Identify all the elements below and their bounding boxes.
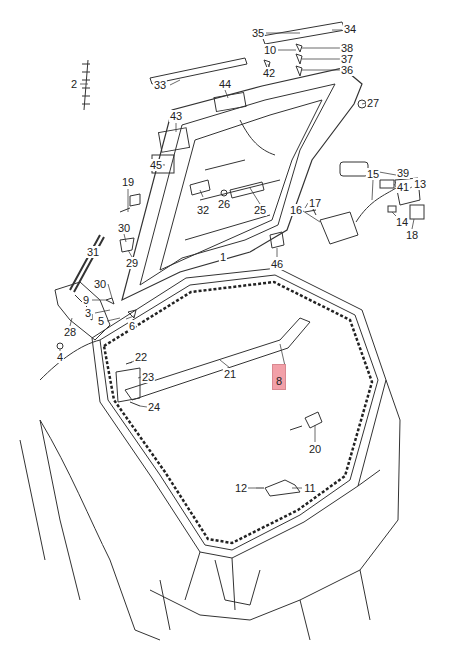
- callout-number: 10: [263, 44, 277, 56]
- foam-block-43: [158, 128, 189, 153]
- part-46: [270, 232, 284, 248]
- callout-number: 44: [218, 78, 232, 90]
- part-14: [388, 206, 396, 212]
- sill-strip: [125, 318, 310, 400]
- callout-number: 18: [405, 229, 419, 241]
- callout-number: 6: [128, 320, 136, 332]
- foam-block-44: [214, 93, 246, 112]
- callout-number: 28: [63, 326, 77, 338]
- callout-number: 36: [340, 64, 354, 76]
- clips-2: [82, 60, 90, 110]
- callout-number: 30: [117, 222, 131, 234]
- clips-22-24: [126, 362, 140, 406]
- part-32: [190, 180, 210, 195]
- callout-number: 24: [147, 401, 161, 413]
- callout-number: 39: [396, 167, 410, 179]
- callout-number: 15: [366, 168, 380, 180]
- callout-number: 34: [343, 23, 357, 35]
- leader-lines: [60, 30, 414, 488]
- callout-number: 42: [262, 67, 276, 79]
- callout-number: 22: [134, 351, 148, 363]
- callout-number: 3: [84, 307, 92, 319]
- lock-16: [320, 212, 358, 244]
- callout-number: 5: [97, 315, 105, 327]
- callout-number: 16: [289, 204, 303, 216]
- handle-25: [230, 182, 264, 198]
- bolt-4: [57, 343, 63, 349]
- part-19: [120, 194, 140, 212]
- bolt-12: [256, 488, 264, 489]
- callout-number: 33: [153, 79, 167, 91]
- callout-number: 41: [396, 181, 410, 193]
- body-opening: [100, 275, 378, 550]
- callout-number: 1: [219, 251, 227, 263]
- callout-number: 43: [169, 110, 183, 122]
- plate-34: [262, 22, 345, 44]
- callout-number: 14: [395, 216, 409, 228]
- callout-number: 45: [149, 159, 163, 171]
- part-18: [410, 205, 424, 219]
- cap-27: [358, 100, 366, 108]
- hinge-bolts: [86, 298, 136, 320]
- callout-number: 23: [141, 371, 155, 383]
- callout-number: 11: [303, 482, 316, 494]
- callout-number: 32: [196, 204, 210, 216]
- callout-number: 26: [217, 198, 231, 210]
- callout-number: 20: [308, 443, 322, 455]
- callout-number: 31: [86, 246, 100, 258]
- callout-number: 30: [93, 278, 107, 290]
- hinge-28: [55, 282, 110, 340]
- body-panel: [160, 560, 370, 640]
- callout-number: 8: [276, 375, 282, 389]
- screw-26: [221, 190, 227, 196]
- callout-number: 29: [125, 257, 139, 269]
- callout-number: 17: [308, 197, 322, 209]
- lid-frame: [205, 120, 275, 170]
- fender: [20, 420, 80, 600]
- part-41: [380, 180, 394, 188]
- lid-frame: [160, 100, 322, 270]
- trunk-lid: [122, 68, 362, 300]
- callout-number: 46: [270, 258, 284, 270]
- callout-number: 9: [82, 294, 90, 306]
- callout-number: 12: [234, 482, 248, 494]
- callout-number: 2: [70, 78, 78, 90]
- callout-number: 25: [253, 204, 267, 216]
- callout-number: 13: [413, 178, 427, 190]
- seal-8: [104, 282, 372, 543]
- highlight-box: 8: [272, 364, 286, 390]
- lid-frame: [140, 84, 335, 285]
- callout-number: 21: [223, 368, 237, 380]
- callout-number: 35: [251, 27, 265, 39]
- callout-number: 27: [366, 97, 380, 109]
- striker-20: [290, 412, 322, 430]
- bracket-23: [116, 368, 140, 402]
- cable-15: [356, 188, 396, 222]
- callout-number: 4: [56, 351, 64, 363]
- callout-number: 19: [121, 176, 135, 188]
- part-30: [120, 238, 134, 252]
- lamp-39: [340, 162, 368, 176]
